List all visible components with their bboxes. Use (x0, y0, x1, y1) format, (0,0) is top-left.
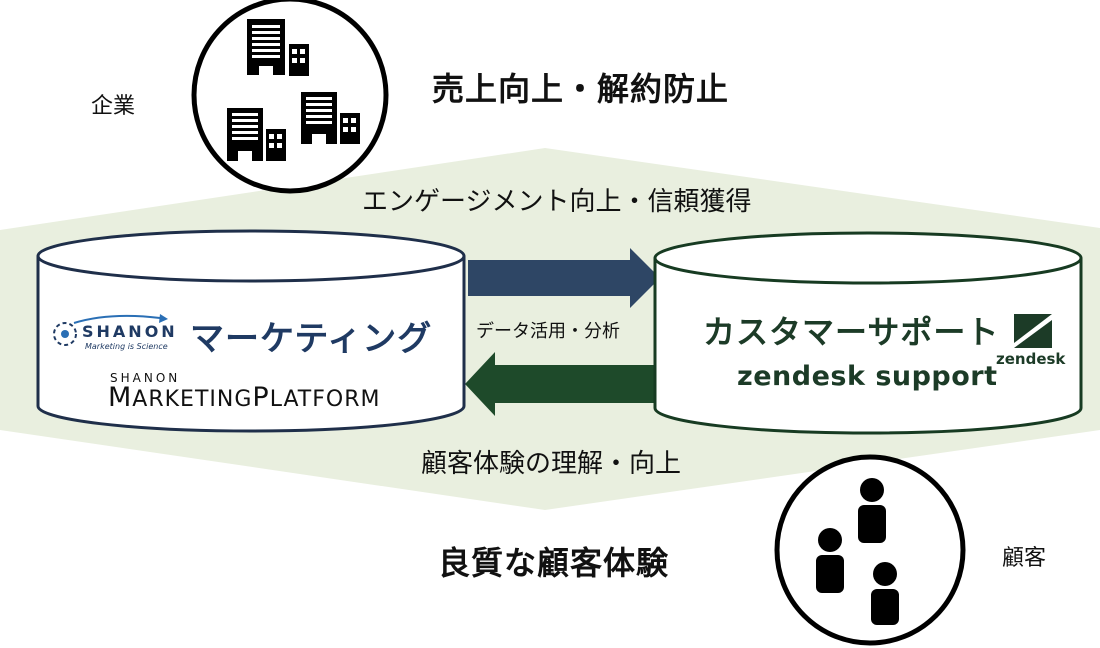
customer-label: 顧客 (1002, 546, 1047, 571)
marketing-cylinder (36, 229, 466, 433)
support-title: カスタマーサポート (703, 313, 1000, 351)
arrow-left (465, 352, 655, 416)
zendesk-logo-word: zendesk (996, 350, 1066, 368)
sales-goal-heading: 売上向上・解約防止 (432, 70, 730, 108)
marketing-title: マーケティング (190, 319, 433, 359)
engagement-label: エンゲージメント向上・信頼獲得 (362, 187, 752, 217)
shanon-logo-name: SHANON (82, 322, 178, 341)
arrow-right (468, 248, 660, 308)
platform-letter-m: M (108, 382, 133, 413)
platform-word-latform: LATFORM (269, 387, 381, 412)
cx-understanding-label: 顧客体験の理解・向上 (421, 449, 682, 479)
platform-letter-p: P (252, 382, 270, 413)
support-cylinder (653, 231, 1083, 435)
shanon-logo-tagline: Marketing is Science (85, 342, 168, 351)
customer-circle (774, 454, 966, 646)
platform-word-arketing: ARKETING (132, 387, 253, 412)
data-use-label: データ活用・分析 (476, 321, 620, 342)
office-buildings-icon (227, 19, 360, 161)
support-product-name: zendesk support (737, 361, 998, 392)
shanon-logo-icon (53, 314, 168, 346)
company-circle (191, 0, 389, 194)
people-icon (816, 478, 899, 625)
zendesk-logo-icon (1014, 314, 1052, 348)
platform-logo-name: MARKETINGPLATFORM (108, 382, 380, 413)
company-label: 企業 (91, 94, 136, 119)
platform-logo-small: SHANON (110, 371, 181, 385)
quality-cx-heading: 良質な顧客体験 (438, 544, 670, 582)
